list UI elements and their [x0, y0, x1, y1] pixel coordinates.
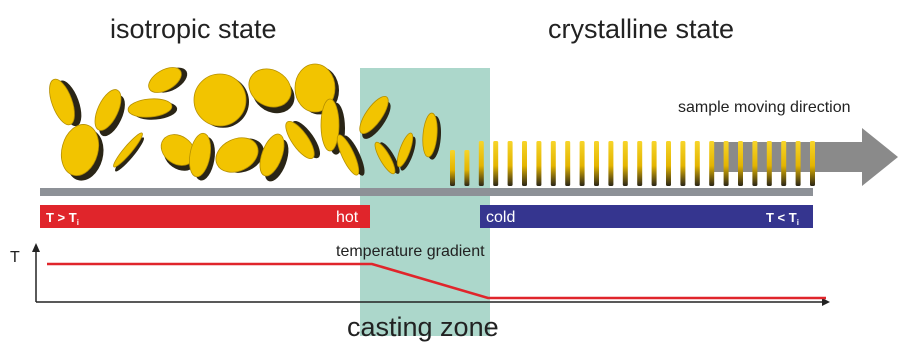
disc-molecule-icon — [259, 133, 289, 182]
disc-molecule-icon — [781, 141, 787, 186]
disc-molecule-icon — [810, 141, 815, 186]
hot-bar-condition: T > Ti — [46, 210, 79, 227]
disc-molecule-icon — [507, 141, 513, 186]
hot-bar — [40, 205, 370, 228]
disc-molecule-icon — [193, 73, 249, 128]
disc-molecule-icon — [160, 134, 198, 171]
disc-molecule-icon — [752, 141, 758, 186]
isotropic-state-title: isotropic state — [110, 14, 277, 44]
temperature-profile-line — [47, 262, 826, 300]
casting-zone-label: casting zone — [347, 312, 499, 342]
disc-molecule-icon — [680, 141, 686, 186]
disc-molecule-icon — [189, 132, 215, 181]
hot-label: hot — [336, 209, 359, 226]
disc-molecule-icon — [359, 96, 391, 139]
disc-molecule-icon — [374, 141, 400, 175]
disc-molecule-icon — [396, 132, 416, 171]
temperature-gradient-label: temperature gradient — [336, 243, 485, 260]
disc-molecule-icon — [248, 68, 295, 114]
disc-molecule-icon — [594, 141, 599, 186]
disc-molecule-icon — [493, 141, 499, 186]
disc-molecule-icon — [622, 141, 628, 186]
right-arrow-head-icon — [822, 298, 830, 306]
t-axis-label: T — [10, 249, 20, 266]
disc-molecule-icon — [148, 67, 188, 93]
disc-molecule-icon — [464, 150, 470, 186]
disc-molecule-icon — [285, 120, 321, 159]
disc-molecule-icon — [113, 132, 144, 172]
up-arrow-icon — [32, 243, 40, 252]
substrate-bar — [40, 188, 813, 196]
disc-molecule-icon — [608, 141, 614, 186]
disc-molecule-icon — [94, 89, 125, 137]
disc-molecule-icon — [637, 141, 643, 186]
disc-molecule-icon — [565, 141, 571, 186]
disc-molecule-icon — [666, 141, 671, 186]
disc-molecule-icon — [450, 150, 455, 186]
disc-molecule-icon — [215, 137, 264, 173]
disc-molecule-icon — [336, 134, 365, 176]
disc-molecule-icon — [478, 141, 484, 186]
disc-molecule-icon — [522, 141, 527, 186]
disc-molecule-icon — [694, 141, 700, 186]
disc-molecule-icon — [422, 112, 442, 160]
disc-molecule-icon — [738, 141, 743, 186]
disc-molecule-icon — [127, 98, 178, 120]
ordered-disk-columns — [450, 141, 815, 186]
cold-label: cold — [486, 209, 515, 226]
disc-molecule-icon — [49, 78, 82, 127]
disc-molecule-icon — [550, 141, 556, 186]
disc-molecule-icon — [795, 141, 801, 186]
sample-moving-direction-label: sample moving direction — [678, 99, 851, 116]
disc-molecule-icon — [579, 141, 585, 186]
disc-molecule-icon — [60, 124, 104, 181]
disc-molecule-icon — [536, 141, 542, 186]
crystalline-state-title: crystalline state — [548, 14, 734, 44]
disc-molecule-icon — [766, 141, 772, 186]
disordered-disks — [49, 63, 442, 182]
disc-molecule-icon — [709, 141, 715, 186]
disc-molecule-icon — [723, 141, 729, 186]
disc-molecule-icon — [651, 141, 657, 186]
cold-bar — [480, 205, 813, 228]
cold-bar-condition: T < Ti — [766, 210, 799, 227]
